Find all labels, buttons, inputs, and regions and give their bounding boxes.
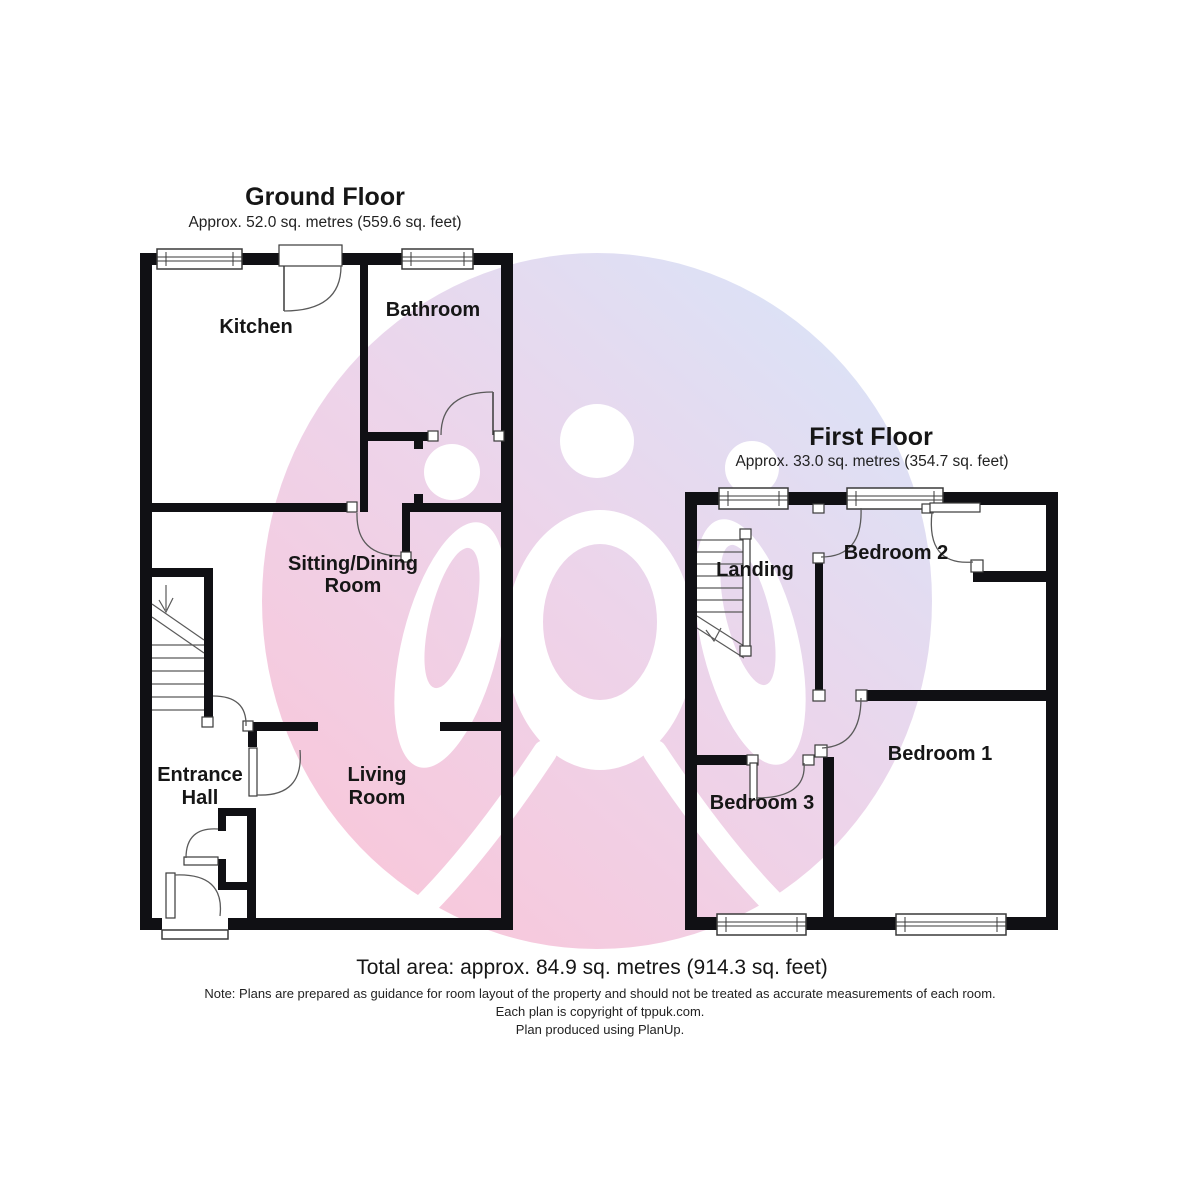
gf-front-door-threshold bbox=[161, 929, 229, 940]
gf-hall-living-door bbox=[248, 747, 301, 797]
gf-front-door-opening bbox=[162, 917, 228, 930]
total-area-text: Total area: approx. 84.9 sq. metres (914… bbox=[356, 956, 828, 979]
room-label-bathroom: Bathroom bbox=[386, 299, 480, 321]
gf-window-kitchen bbox=[156, 248, 243, 270]
room-label-entrance-1: Entrance bbox=[157, 764, 243, 786]
watermark-logo bbox=[262, 253, 932, 949]
first-floor-plan bbox=[685, 487, 1058, 936]
room-label-sitting-dining-1: Sitting/Dining bbox=[288, 553, 418, 575]
ff-window-bedroom1 bbox=[895, 913, 1007, 936]
room-label-entrance-2: Hall bbox=[182, 787, 219, 809]
note-line-3: Plan produced using PlanUp. bbox=[516, 1022, 684, 1037]
ff-window-landing bbox=[718, 487, 789, 510]
ground-floor-plan bbox=[140, 244, 513, 940]
ff-window-bedroom3 bbox=[716, 913, 807, 936]
watermark-figure-left bbox=[394, 444, 506, 768]
gf-interior-walls bbox=[152, 265, 501, 918]
ff-stairs-railing bbox=[742, 530, 751, 657]
gf-bathroom-door bbox=[427, 391, 505, 442]
ff-bedroom2-cupboard-door bbox=[921, 502, 984, 573]
room-label-sitting-dining-2: Room bbox=[325, 575, 382, 597]
room-label-kitchen: Kitchen bbox=[219, 316, 292, 338]
note-line-2: Each plan is copyright of tppuk.com. bbox=[496, 1004, 705, 1019]
gf-stairs bbox=[151, 585, 205, 711]
ground-floor-area: Approx. 52.0 sq. metres (559.6 sq. feet) bbox=[188, 214, 461, 231]
gf-front-door bbox=[165, 872, 222, 919]
gf-cupboard-door bbox=[183, 828, 219, 866]
room-label-living-1: Living bbox=[348, 764, 407, 786]
room-label-bedroom1: Bedroom 1 bbox=[888, 743, 992, 765]
gf-window-bathroom bbox=[401, 248, 474, 270]
gf-stairs-door bbox=[201, 695, 254, 732]
ground-floor-title: Ground Floor bbox=[245, 183, 405, 211]
ff-stairs bbox=[696, 528, 752, 659]
labels: Ground Floor Approx. 52.0 sq. metres (55… bbox=[157, 183, 1008, 814]
room-label-bedroom3: Bedroom 3 bbox=[710, 792, 814, 814]
ff-bedroom1-door bbox=[812, 689, 868, 758]
gf-back-door bbox=[278, 244, 343, 312]
room-label-bedroom2: Bedroom 2 bbox=[844, 542, 948, 564]
gf-kitchen-door bbox=[346, 501, 412, 563]
room-label-landing: Landing bbox=[716, 559, 794, 581]
note-line-1: Note: Plans are prepared as guidance for… bbox=[204, 986, 995, 1001]
ff-window-bedroom2 bbox=[846, 487, 944, 510]
ff-interior-walls bbox=[697, 562, 1046, 918]
ff-bedroom3-door bbox=[746, 754, 815, 801]
ff-bedroom2-door bbox=[812, 503, 862, 564]
first-floor-title: First Floor bbox=[809, 423, 933, 451]
room-label-living-2: Room bbox=[349, 787, 406, 809]
watermark-figure-centre bbox=[410, 404, 790, 920]
first-floor-area: Approx. 33.0 sq. metres (354.7 sq. feet) bbox=[735, 453, 1008, 470]
footer: Total area: approx. 84.9 sq. metres (914… bbox=[204, 956, 995, 1037]
